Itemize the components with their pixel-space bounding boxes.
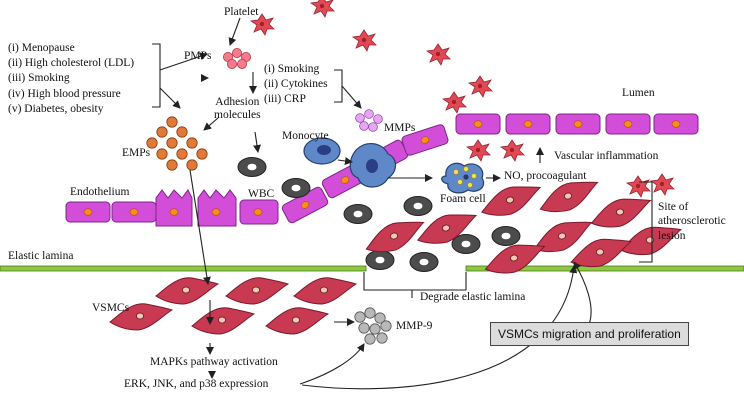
risk-factor-item: (iv) High blood pressure — [8, 87, 121, 100]
wbc-label: WBC — [248, 188, 275, 200]
adhesion-molecules-label: Adhesion molecules — [214, 96, 261, 122]
mapk-activation-label: MAPKs pathway activation — [150, 356, 278, 368]
mmps-label: MMPs — [384, 122, 416, 134]
erk-jnk-p38-label: ERK, JNK, and p38 expression — [124, 378, 269, 390]
adhesion-line-2: molecules — [214, 109, 261, 122]
vsmcs-migration-box: VSMCs migration and proliferation — [490, 322, 689, 346]
no-procoagulant-label: NO, procoagulant — [504, 170, 587, 182]
risk-factor-list: (i) Menopause (ii) High cholesterol (LDL… — [8, 41, 134, 117]
lesion-line-3: lesion — [658, 229, 686, 242]
lesion-site-label: Site of atherosclerotic lesion — [658, 200, 726, 243]
emps-label: EMPs — [122, 147, 151, 159]
arrows — [152, 17, 653, 390]
elastic-lamina-band — [0, 265, 744, 272]
risk-factor-item: (iii) Smoking — [8, 72, 70, 85]
pmps-cluster — [222, 48, 252, 69]
vascular-inflammation-label: Vascular inflammation — [554, 150, 659, 162]
risk-factor-item: (i) Menopause — [8, 42, 75, 54]
elastic-lamina-label: Elastic lamina — [8, 250, 74, 262]
platelet-label: Platelet — [224, 6, 259, 18]
mmp9-label: MMP-9 — [396, 320, 433, 332]
mmp9-cluster — [354, 307, 392, 345]
endothelium-label: Endothelium — [70, 186, 130, 198]
foam-cell-label: Foam cell — [440, 193, 486, 205]
lesion-line-2: atherosclerotic — [658, 215, 726, 228]
mmp-trigger-list: (i) Smoking (ii) Cytokines (iii) CRP — [264, 62, 328, 108]
vsmcs-below-lamina — [109, 277, 357, 335]
pmps-label: PMPs — [184, 50, 212, 62]
mmp-trigger-item: (iii) CRP — [264, 93, 306, 106]
risk-factor-item: (ii) High cholesterol (LDL) — [8, 57, 135, 70]
lesion-line-1: Site of — [658, 201, 689, 213]
lumen-label: Lumen — [622, 87, 655, 99]
endothelium-layer — [65, 189, 279, 227]
risk-factor-item: (v) Diabetes, obesity — [8, 102, 104, 115]
mmp-trigger-item: (i) Smoking — [264, 63, 320, 75]
foam-cell — [441, 162, 485, 194]
monocyte-label: Monocyte — [282, 130, 329, 142]
vsmcs-label: VSMCs — [92, 302, 130, 314]
mmp-trigger-item: (ii) Cytokines — [264, 78, 328, 91]
emps-cluster — [146, 116, 208, 171]
adhesion-line-1: Adhesion — [215, 96, 260, 108]
mmps-cluster — [355, 109, 383, 132]
monocyte-cell — [303, 137, 397, 188]
degrade-elastic-lamina-label: Degrade elastic lamina — [420, 291, 526, 303]
